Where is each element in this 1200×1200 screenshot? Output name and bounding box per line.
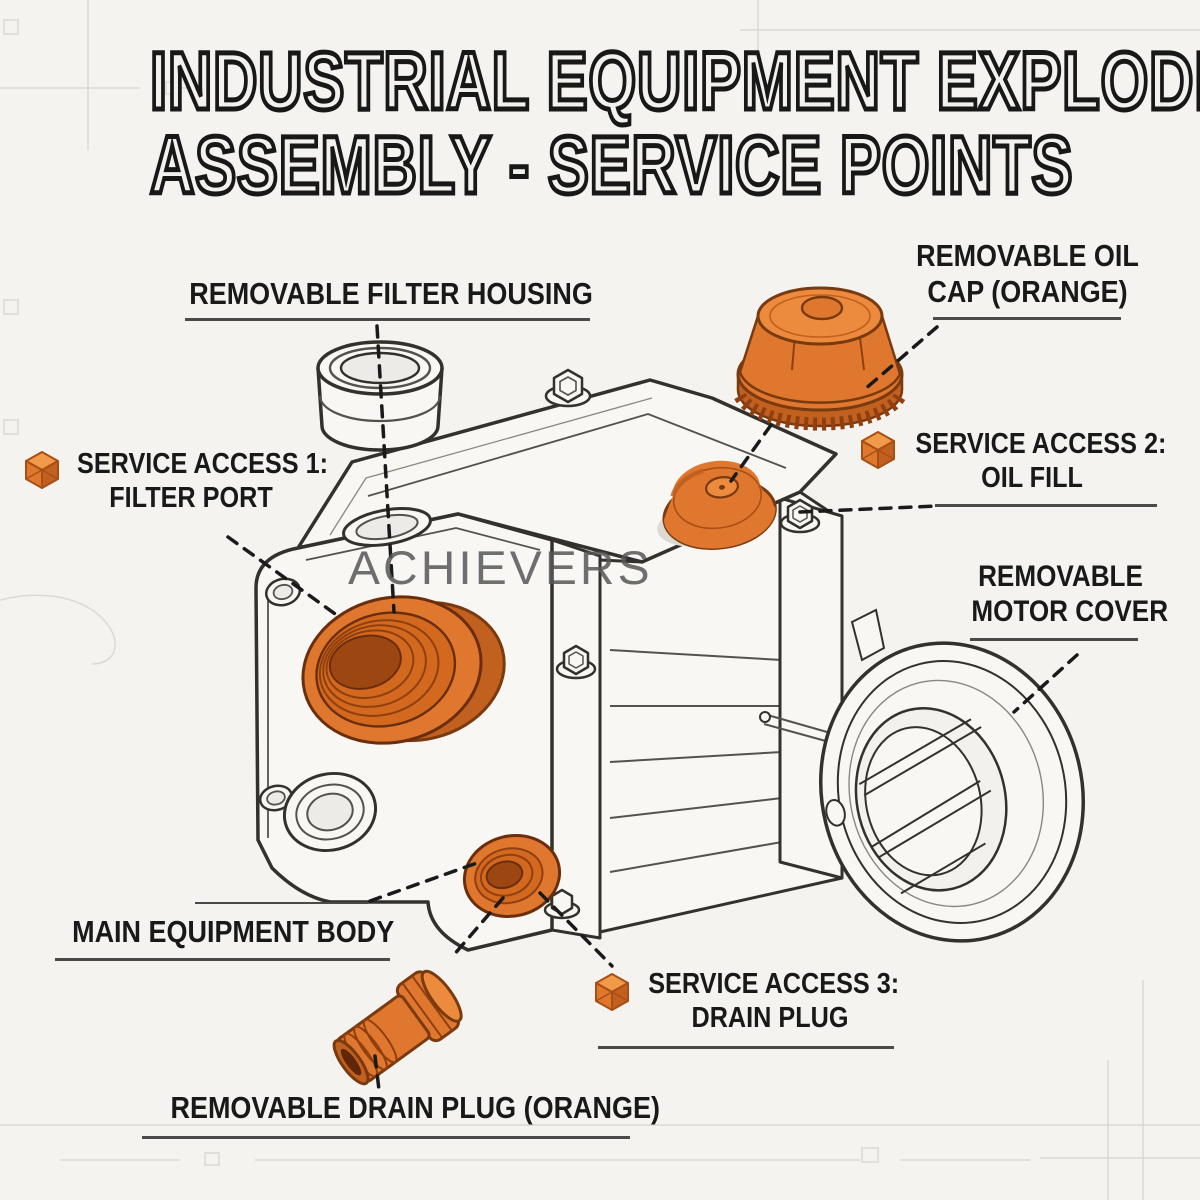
- callout-motor-cover-line-1: REMOVABLE: [978, 560, 1143, 593]
- service-point-cube-icon: [861, 431, 895, 469]
- watermark-text: ACHIEVERS: [348, 541, 653, 594]
- page-title-line-2: ASSEMBLY - SERVICE POINTS: [148, 119, 1074, 211]
- callout-service-access-3: SERVICE ACCESS 3: DRAIN PLUG: [648, 968, 900, 1035]
- hex-bolt: [779, 498, 821, 534]
- callout-oil-cap-line-1: REMOVABLE OIL: [916, 238, 1139, 273]
- top-port-opening: [342, 507, 432, 547]
- label-underline: [970, 638, 1138, 641]
- callout-oil-cap-line-2: CAP (ORANGE): [927, 273, 1128, 309]
- callout-service-access-2: SERVICE ACCESS 2: OIL FILL: [915, 428, 1167, 495]
- callout-main-body-label: MAIN EQUIPMENT BODY: [72, 914, 395, 949]
- service-point-cube-icon: [25, 451, 59, 489]
- label-underline: [185, 318, 590, 321]
- label-underline: [933, 317, 1121, 320]
- filter-housing-drawing: [316, 340, 444, 452]
- page-title-line-1: INDUSTRIAL EQUIPMENT EXPLODED: [148, 36, 1200, 127]
- oil-cap-drawing: [734, 286, 906, 431]
- label-underline: [142, 1136, 630, 1139]
- callout-sa3-line-2: DRAIN PLUG: [691, 1001, 849, 1034]
- label-underline: [55, 958, 390, 961]
- callout-motor-cover: REMOVABLE MOTOR COVER: [971, 560, 1169, 630]
- drain-port-drawing: [462, 833, 562, 919]
- drain-plug-drawing: [332, 969, 463, 1086]
- callout-drain-plug-label: REMOVABLE DRAIN PLUG (ORANGE): [170, 1090, 660, 1125]
- callout-filter-housing-label: REMOVABLE FILTER HOUSING: [189, 276, 593, 311]
- service-point-cube-icon: [595, 973, 629, 1011]
- callout-filter-housing: REMOVABLE FILTER HOUSING: [189, 276, 593, 312]
- callout-service-access-1: SERVICE ACCESS 1: FILTER PORT: [77, 448, 329, 515]
- filter-port-drawing: [301, 595, 506, 745]
- callout-drain-plug: REMOVABLE DRAIN PLUG (ORANGE): [170, 1090, 660, 1126]
- oil-fill-port-drawing: [657, 460, 777, 550]
- motor-cover-drawing: [818, 641, 1086, 943]
- callout-oil-cap: REMOVABLE OIL CAP (ORANGE): [899, 238, 1156, 310]
- callout-sa1-line-2: FILTER PORT: [109, 481, 273, 514]
- label-underline: [935, 504, 1157, 507]
- callout-main-body: MAIN EQUIPMENT BODY: [72, 914, 395, 950]
- callout-sa2-line-2: OIL FILL: [981, 461, 1083, 494]
- motor-cover-tab: [850, 608, 886, 662]
- hex-bolt: [555, 644, 597, 680]
- callout-sa1-line-1: SERVICE ACCESS 1:: [77, 448, 329, 480]
- leader-lines: [226, 324, 1079, 1092]
- callout-sa2-line-1: SERVICE ACCESS 2:: [915, 428, 1167, 460]
- secondary-port: [282, 771, 378, 853]
- callout-sa3-line-1: SERVICE ACCESS 3:: [648, 968, 900, 1000]
- label-underline: [598, 1046, 894, 1049]
- callout-motor-cover-line-2: MOTOR COVER: [971, 594, 1169, 628]
- hex-bolt: [544, 368, 592, 408]
- page-title: INDUSTRIAL EQUIPMENT EXPLODED ASSEMBLY -…: [0, 36, 1200, 211]
